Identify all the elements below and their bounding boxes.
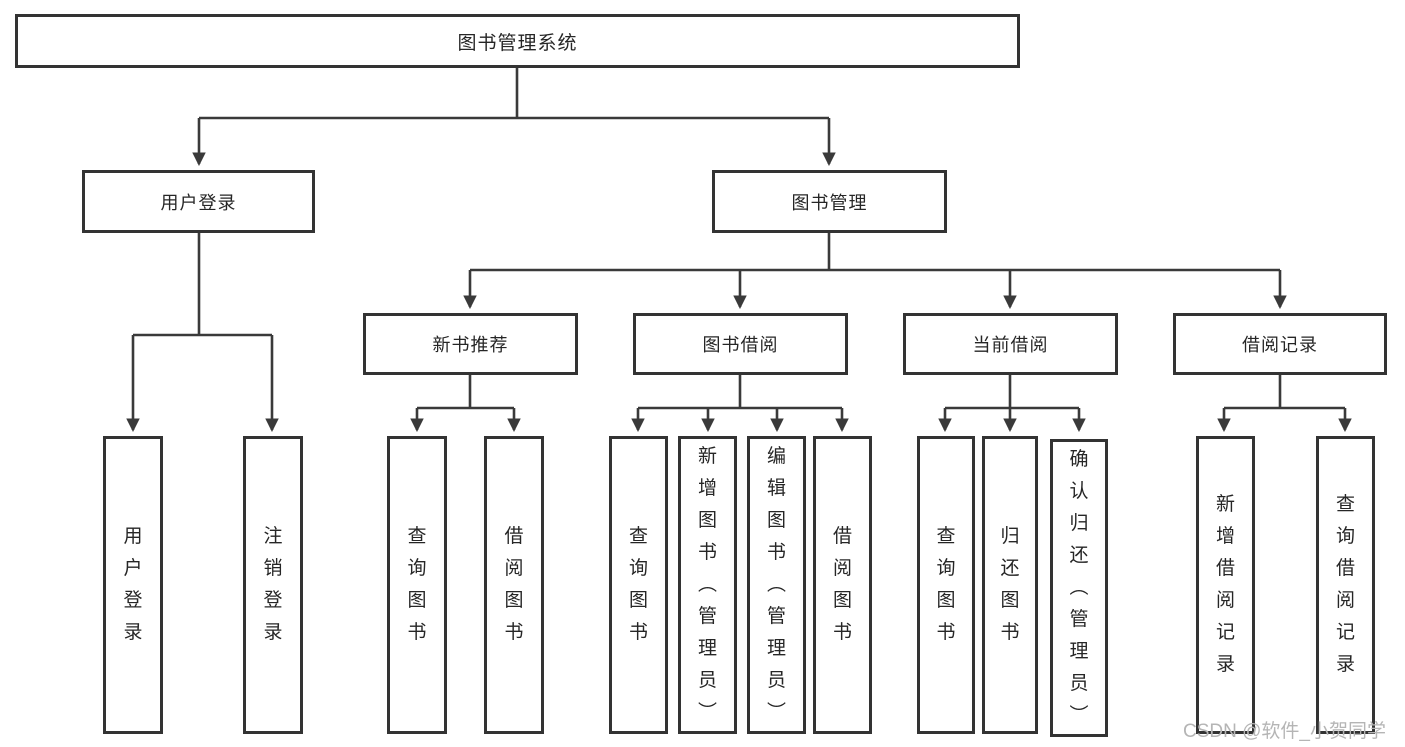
- node-book-management: 图书管理: [712, 170, 947, 233]
- leaf-label: 查询图书: [628, 526, 648, 643]
- node-root-library-management-system: 图书管理系统: [15, 14, 1020, 68]
- leaf-label: 借阅图书: [504, 526, 524, 643]
- leaf-logout: 注销登录: [243, 436, 303, 734]
- leaf-query-books-current: 查询图书: [917, 436, 975, 734]
- leaf-label: 确认归还︵管理员︶: [1069, 449, 1089, 726]
- leaf-add-books-admin: 新增图书︵管理员︶: [678, 436, 737, 734]
- leaf-label: 归还图书: [1000, 526, 1020, 643]
- leaf-confirm-return-admin: 确认归还︵管理员︶: [1050, 439, 1108, 737]
- node-user-login: 用户登录: [82, 170, 315, 233]
- leaf-label: 注销登录: [263, 526, 283, 643]
- leaf-label: 新增图书︵管理员︶: [697, 446, 717, 723]
- node-book-borrowing: 图书借阅: [633, 313, 848, 375]
- node-borrowing-records: 借阅记录: [1173, 313, 1387, 375]
- leaf-label: 查询借阅记录: [1335, 494, 1355, 675]
- leaf-query-books-recommend: 查询图书: [387, 436, 447, 734]
- leaf-query-books-borrowing: 查询图书: [609, 436, 668, 734]
- leaf-borrow-books-recommend: 借阅图书: [484, 436, 544, 734]
- leaf-label: 查询图书: [407, 526, 427, 643]
- leaf-user-login: 用户登录: [103, 436, 163, 734]
- leaf-label: 查询图书: [936, 526, 956, 643]
- leaf-query-borrow-record: 查询借阅记录: [1316, 436, 1375, 734]
- csdn-watermark: CSDN @软件_小贺同学: [1183, 721, 1386, 742]
- leaf-add-borrow-record: 新增借阅记录: [1196, 436, 1255, 734]
- leaf-label: 新增借阅记录: [1215, 494, 1235, 675]
- leaf-edit-books-admin: 编辑图书︵管理员︶: [747, 436, 806, 734]
- leaf-borrow-books-borrowing: 借阅图书: [813, 436, 872, 734]
- leaf-label: 用户登录: [123, 526, 143, 643]
- node-current-borrowing: 当前借阅: [903, 313, 1118, 375]
- node-new-book-recommend: 新书推荐: [363, 313, 578, 375]
- leaf-label: 借阅图书: [832, 526, 852, 643]
- leaf-label: 编辑图书︵管理员︶: [766, 446, 786, 723]
- leaf-return-books: 归还图书: [982, 436, 1038, 734]
